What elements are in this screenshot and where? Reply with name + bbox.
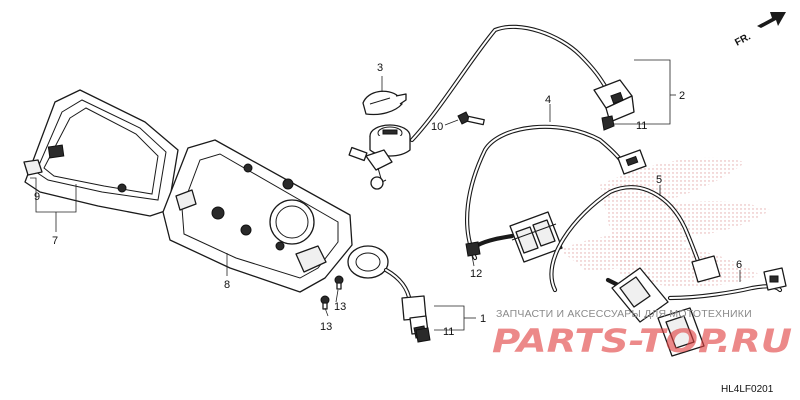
screw-part-10 — [457, 111, 485, 126]
callout-12: 12 — [470, 268, 482, 280]
callout-4: 4 — [545, 94, 551, 106]
callout-11-lower: 11 — [443, 326, 454, 338]
bolt-part-upper — [334, 275, 344, 290]
watermark-logo: PARTS-TOP.RU — [492, 322, 792, 360]
ignition-switch-part — [348, 124, 411, 190]
callout-3: 3 — [377, 62, 383, 74]
leader-lines — [30, 59, 741, 331]
front-direction-label: FR. — [733, 31, 753, 48]
callout-1: 1 — [480, 313, 486, 325]
switch-harness-part — [464, 124, 647, 263]
bolt-part-lower — [320, 295, 330, 310]
callout-6: 6 — [736, 259, 742, 271]
watermark-caption: ЗАПЧАСТИ И АКСЕССУАРЫ ДЛЯ МОТОТЕХНИКИ — [496, 308, 752, 320]
meter-case-part — [162, 139, 353, 293]
callout-9: 9 — [34, 191, 40, 203]
front-arrow-icon — [757, 12, 786, 28]
callout-7: 7 — [52, 235, 58, 247]
callout-13-upper: 13 — [334, 301, 346, 313]
key-cap-part — [362, 90, 407, 116]
callout-5: 5 — [656, 174, 662, 186]
clip-part-12 — [465, 241, 481, 257]
diagram-code: HL4LF0201 — [721, 384, 774, 395]
ignition-harness-part — [409, 24, 635, 143]
meter-harness-part — [347, 245, 429, 339]
clip-part-11-lower — [415, 327, 431, 343]
callout-11-upper: 11 — [636, 120, 647, 132]
lead-harness-part — [667, 267, 787, 301]
front-direction-indicator: FR. — [733, 12, 786, 49]
meter-cover-part — [24, 89, 179, 217]
callout-13-lower: 13 — [320, 321, 332, 333]
sub-harness-part — [549, 185, 721, 357]
meter-pad-part — [23, 159, 43, 176]
callout-8: 8 — [224, 279, 230, 291]
callout-10: 10 — [431, 121, 443, 133]
callout-2: 2 — [679, 90, 685, 102]
